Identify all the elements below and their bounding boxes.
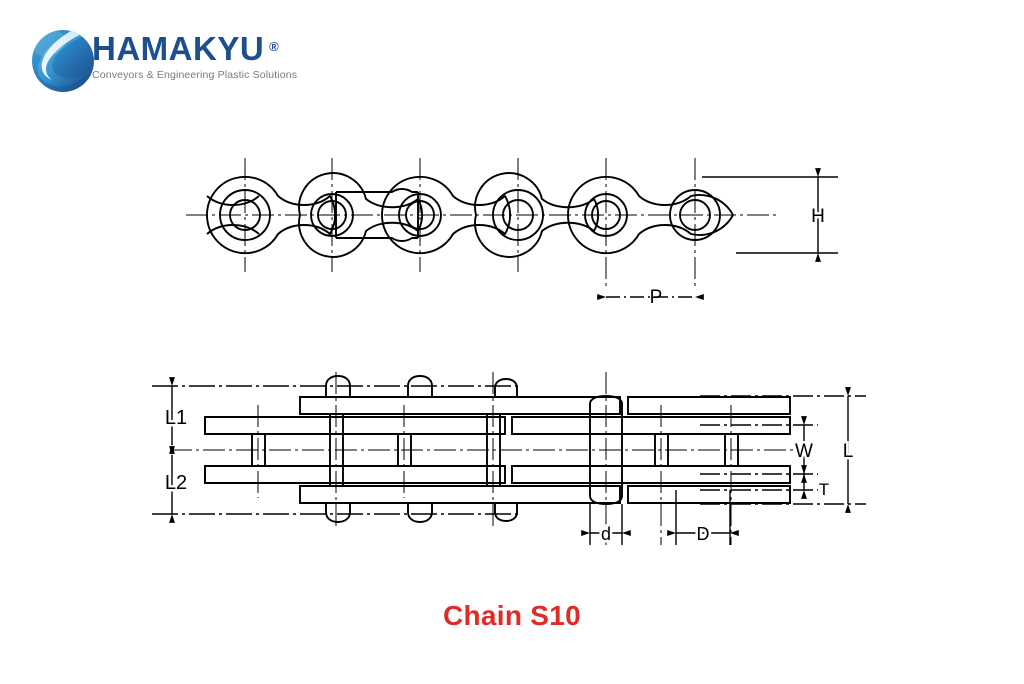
- registered-trademark-icon: ®: [269, 39, 280, 54]
- logo-tagline: Conveyors & Engineering Plastic Solution…: [92, 69, 298, 81]
- plan-view-centerlines: [170, 372, 800, 545]
- brand-logo: HAMAKYU ® Conveyors & Engineering Plasti…: [30, 26, 330, 96]
- plan-section-view: [204, 375, 791, 523]
- dimension-L1-L2-extension-lines: [152, 377, 520, 523]
- dimension-d-D-extension-lines: [581, 490, 739, 545]
- dimension-label-D: D: [697, 524, 710, 544]
- dimension-label-H: H: [811, 206, 825, 227]
- dimension-label-L1: L1: [165, 407, 187, 429]
- side-view-centerlines: [186, 158, 780, 290]
- logo-wordmark-text: HAMAKYU: [92, 30, 265, 67]
- dimension-label-d: d: [601, 524, 611, 544]
- dimension-H: [702, 168, 838, 262]
- chain-model-caption: Chain S10: [442, 600, 582, 631]
- logo-text-group: HAMAKYU ® Conveyors & Engineering Plasti…: [92, 30, 332, 81]
- logo-wordmark: HAMAKYU ®: [92, 30, 279, 68]
- dimension-label-P: P: [650, 287, 663, 308]
- hamakyu-swoosh-logo-icon: [32, 30, 94, 92]
- dimension-W-T-L-extension-lines: [700, 387, 866, 513]
- dimension-label-L: L: [843, 441, 854, 462]
- dimension-label-L2: L2: [165, 472, 187, 494]
- dimension-label-T: T: [819, 480, 829, 499]
- dimension-label-W: W: [795, 441, 813, 462]
